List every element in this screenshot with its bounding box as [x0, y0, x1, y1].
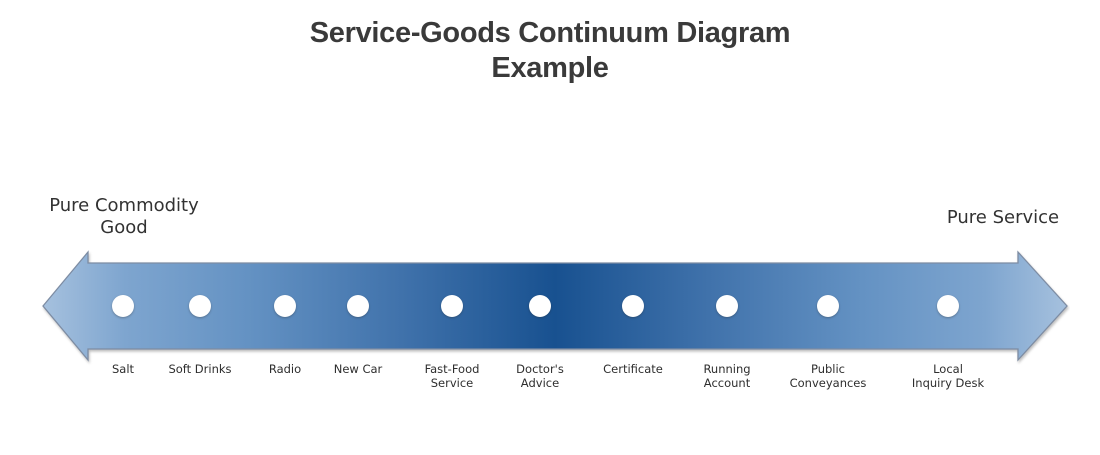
item-label: Soft Drinks — [168, 362, 232, 376]
item-label: Fast-Food Service — [424, 362, 480, 390]
continuum-dot — [112, 295, 134, 317]
continuum-dot — [189, 295, 211, 317]
right-endpoint-label: Pure Service — [946, 207, 1060, 228]
continuum-dot — [441, 295, 463, 317]
continuum-arrow — [42, 250, 1068, 362]
item-label: New Car — [333, 362, 383, 376]
continuum-dot — [347, 295, 369, 317]
item-label: Public Conveyances — [789, 362, 867, 390]
item-label: Running Account — [703, 362, 751, 390]
continuum-dot — [937, 295, 959, 317]
continuum-dot — [817, 295, 839, 317]
item-label: Doctor's Advice — [516, 362, 564, 390]
item-label: Certificate — [603, 362, 663, 376]
double-arrow-shape — [42, 250, 1068, 362]
continuum-dot — [622, 295, 644, 317]
continuum-dots — [112, 295, 959, 317]
continuum-dot — [274, 295, 296, 317]
continuum-dot — [716, 295, 738, 317]
item-label: Salt — [111, 362, 135, 376]
item-label: Local Inquiry Desk — [911, 362, 985, 390]
item-label: Radio — [268, 362, 302, 376]
diagram-title: Service-Goods Continuum Diagram Example — [309, 17, 791, 84]
continuum-dot — [529, 295, 551, 317]
left-endpoint-label: Pure Commodity Good — [49, 195, 199, 238]
